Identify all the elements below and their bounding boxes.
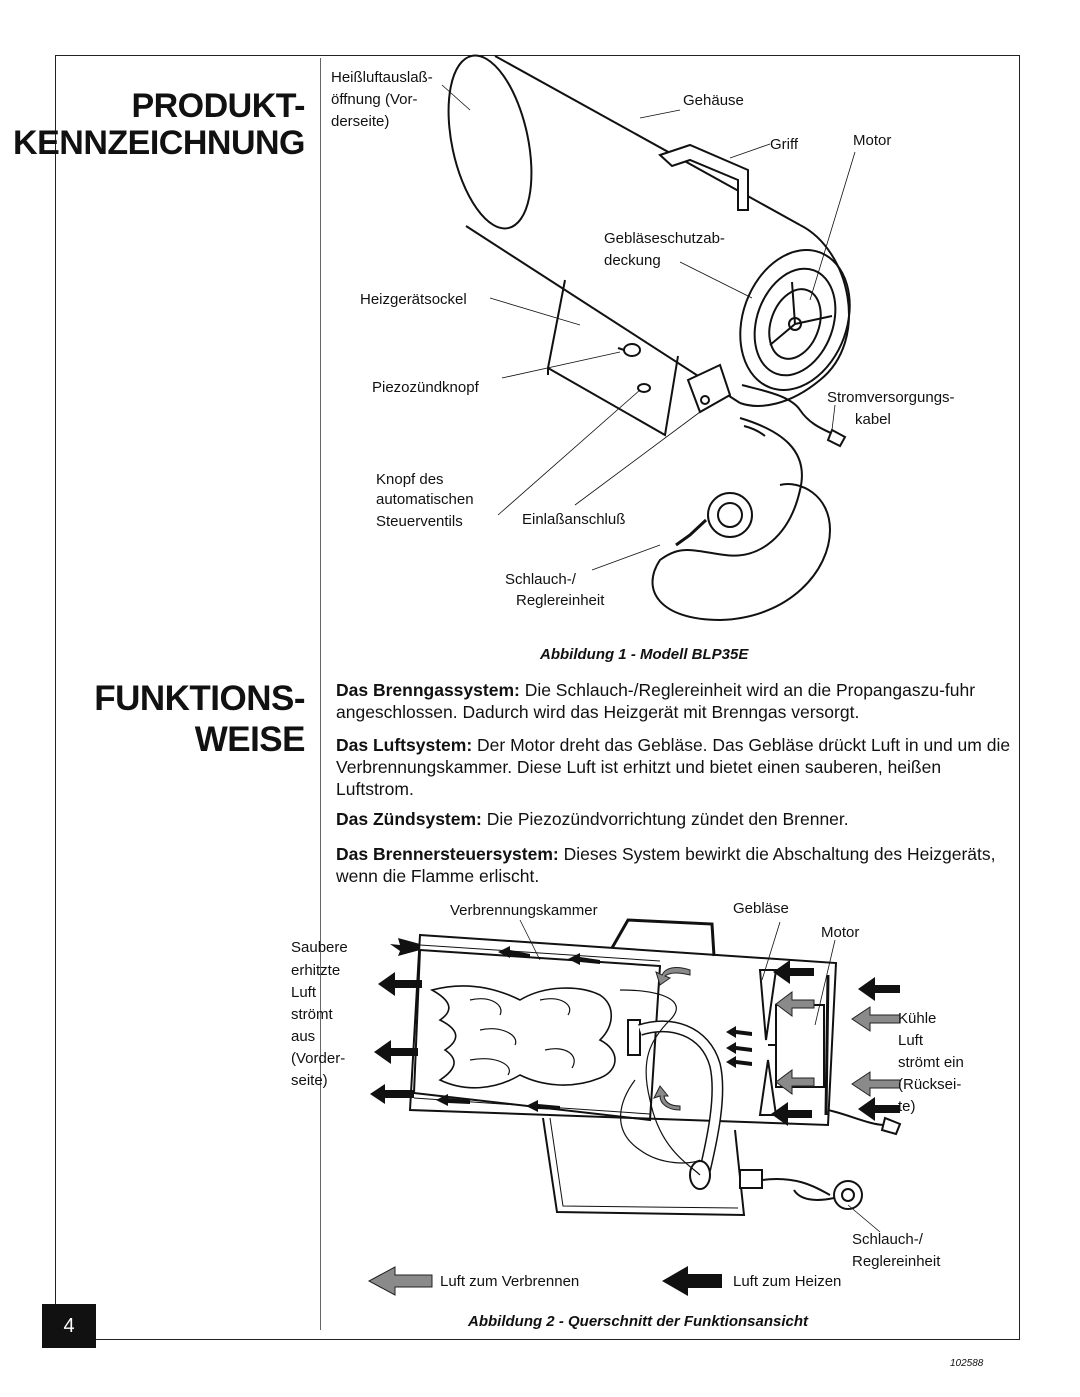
label-housing: Gehäuse (683, 92, 744, 109)
heading-product-identification: PRODUKT- KENNZEICHNUNG (13, 88, 305, 162)
arrow-chamber-top-1 (498, 946, 530, 958)
label-motor: Motor (853, 132, 891, 149)
label-fan-guard-1: Gebläseschutzab- (604, 230, 725, 247)
heading-line: FUNKTIONS- (94, 679, 305, 718)
label-heater-base: Heizgerätsockel (360, 291, 467, 308)
section-ignition-system: Das Zündsystem: Die Piezozündvorrichtung… (336, 808, 1016, 830)
figure2-cross-section-drawing (408, 918, 902, 1217)
arrow-out-3 (374, 1040, 418, 1064)
figure2-heating-air-arrows (370, 938, 900, 1126)
label-hose-regulator-2-2: Reglereinheit (852, 1253, 941, 1270)
section-burner-control-system: Das Brennersteuersystem: Dieses System b… (336, 843, 1016, 887)
label-power-cord-1: Stromversorgungs- (827, 389, 955, 406)
label-combustion-chamber: Verbrennungskammer (450, 902, 598, 919)
page-frame (55, 55, 1020, 1340)
arrow-out-4 (370, 1084, 414, 1104)
label-inlet-fitting: Einlaßanschluß (522, 511, 625, 528)
arrow-cool-in-1 (851, 1006, 901, 1032)
section-text: Der Motor dreht das Gebläse. Das Gebläse… (336, 735, 1011, 799)
arrow-cool-inner-2 (775, 1069, 815, 1095)
label-clean-air-4: strömt (291, 1006, 334, 1023)
figure1-leader-lines (441, 84, 856, 571)
arrow-out-1 (390, 938, 420, 956)
figure1-caption: Abbildung 1 - Modell BLP35E (540, 646, 749, 663)
arrow-chamber-bottom-1 (436, 1094, 470, 1106)
label-hose-regulator-2-1: Schlauch-/ (852, 1231, 924, 1248)
section-title: Das Luftsystem: (336, 735, 473, 755)
label-clean-air-5: aus (291, 1028, 315, 1045)
label-fan: Gebläse (733, 900, 789, 917)
label-power-cord-2: kabel (855, 411, 891, 428)
label-clean-air-1: Saubere (291, 939, 348, 956)
arrow-in-2 (858, 1097, 900, 1121)
label-hose-regulator-2: Reglereinheit (516, 592, 605, 609)
arrow-curve-top (655, 967, 691, 986)
label-cool-air-2: Luft (898, 1032, 924, 1049)
label-clean-air-2: erhitzte (291, 962, 340, 979)
label-piezo-button: Piezozündknopf (372, 379, 480, 396)
heading-line: KENNZEICHNUNG (13, 124, 305, 162)
document-number: 102588 (950, 1358, 984, 1369)
arrow-small-1 (726, 1026, 752, 1038)
section-title: Das Brenngassystem: (336, 680, 520, 700)
arrow-chamber-bottom-2 (526, 1100, 560, 1112)
figure2-labels: Verbrennungskammer Gebläse Motor Saubere… (291, 900, 964, 1270)
label-cool-air-1: Kühle (898, 1010, 936, 1027)
label-hot-air-outlet-1: Heißluftauslaß- (331, 69, 433, 86)
legend-combustion-air-arrow (367, 1266, 433, 1296)
figure2-caption: Abbildung 2 - Querschnitt der Funktionsa… (468, 1313, 809, 1330)
arrow-curve-bottom (653, 1085, 681, 1111)
section-text: Dieses System bewirkt die Abschaltung de… (336, 844, 996, 886)
legend-combustion-air-label: Luft zum Verbrennen (440, 1273, 579, 1290)
label-clean-air-6: (Vorder- (291, 1050, 345, 1067)
label-hot-air-outlet-2: öffnung (Vor- (331, 91, 417, 108)
legend-heating-air-label: Luft zum Heizen (733, 1273, 841, 1290)
section-text: Die Piezozündvorrichtung zündet den Bren… (481, 809, 849, 829)
figure1-heater-drawing (447, 54, 851, 622)
section-title: Das Brennersteuersystem: (336, 844, 559, 864)
arrow-chamber-top-2 (568, 953, 600, 965)
heading-line: PRODUKT- (131, 87, 305, 125)
section-title: Das Zündsystem: (336, 809, 482, 829)
heading-function: FUNKTIONS- WEISE (94, 678, 305, 760)
arrow-small-3 (726, 1056, 752, 1068)
section-fuel-system: Das Brenngassystem: Die Schlauch-/Regler… (336, 679, 1016, 723)
figure2-combustion-air-arrows (653, 967, 901, 1111)
label-control-valve-1: Knopf des (376, 471, 444, 488)
label-motor-2: Motor (821, 924, 859, 941)
label-clean-air-7: seite) (291, 1072, 328, 1089)
arrow-inner-1 (773, 960, 814, 984)
label-cool-air-4: (Rücksei- (898, 1076, 961, 1093)
section-air-system: Das Luftsystem: Der Motor dreht das Gebl… (336, 734, 1016, 800)
arrow-cool-inner-1 (775, 991, 815, 1017)
label-cool-air-3: strömt ein (898, 1054, 964, 1071)
label-control-valve-2: automatischen (376, 491, 474, 508)
label-control-valve-3: Steuerventils (376, 513, 463, 530)
figure1-labels: Heißluftauslaß- öffnung (Vor- derseite) … (331, 69, 955, 609)
figure2-legend: Luft zum Verbrennen Luft zum Heizen (367, 1266, 841, 1296)
legend-heating-air-arrow (662, 1266, 722, 1296)
page-number: 4 (42, 1304, 96, 1348)
figure2-leader-lines (519, 919, 881, 1233)
arrow-cool-in-2 (851, 1071, 901, 1097)
label-fan-guard-2: deckung (604, 252, 661, 269)
arrow-in-1 (858, 977, 900, 1001)
section-text: Die Schlauch-/Reglereinheit wird an die … (336, 680, 976, 722)
heading-line: WEISE (194, 720, 306, 759)
label-clean-air-3: Luft (291, 984, 317, 1001)
label-hose-regulator-1: Schlauch-/ (505, 571, 577, 588)
label-cool-air-5: te) (898, 1098, 916, 1115)
arrow-out-2 (378, 972, 422, 996)
arrow-small-2 (726, 1042, 752, 1054)
column-divider (320, 58, 321, 1330)
label-hot-air-outlet-3: derseite) (331, 113, 389, 130)
label-handle: Griff (770, 136, 799, 153)
arrow-inner-2 (771, 1102, 812, 1126)
